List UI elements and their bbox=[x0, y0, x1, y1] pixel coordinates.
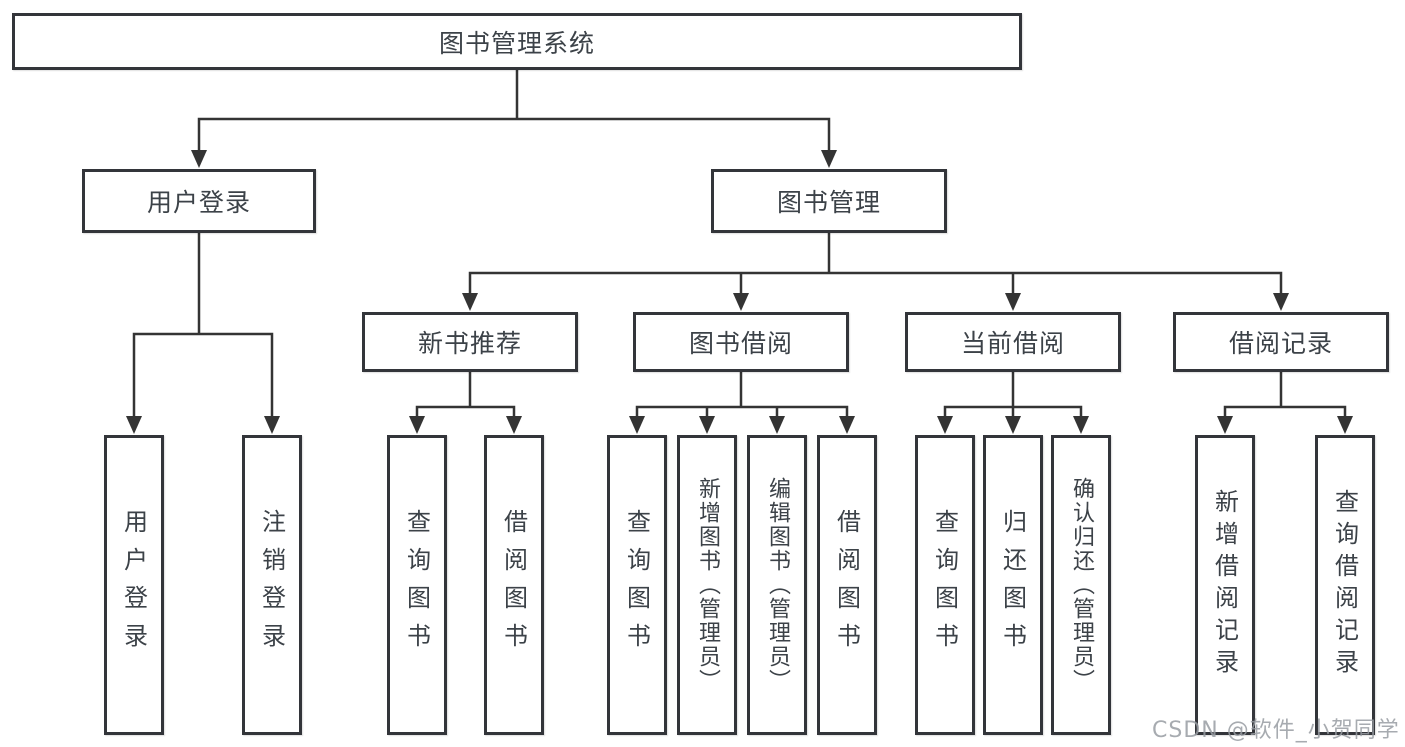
arrowhead bbox=[506, 416, 522, 434]
node-new-book-recommend: 新书推荐 bbox=[362, 312, 578, 372]
leaf-user-login: 用户登录 bbox=[104, 435, 164, 735]
leaf-borrow-books: 借阅图书 bbox=[817, 435, 877, 735]
leaf-return-books: 归还图书 bbox=[983, 435, 1043, 735]
node-label: 注销登录 bbox=[257, 509, 286, 661]
node-label: 当前借阅 bbox=[960, 329, 1065, 358]
arrowhead bbox=[839, 416, 855, 434]
node-user-login-branch: 用户登录 bbox=[82, 169, 316, 233]
node-label: 新增图书（管理员） bbox=[695, 477, 720, 693]
node-label: 借阅图书 bbox=[832, 509, 861, 661]
leaf-confirm-return-admin: 确认归还（管理员） bbox=[1051, 435, 1111, 735]
leaf-query-borrow-record: 查询借阅记录 bbox=[1315, 435, 1375, 735]
node-label: 查询借阅记录 bbox=[1330, 489, 1359, 681]
arrowhead bbox=[821, 150, 837, 168]
node-label: 用户登录 bbox=[146, 188, 251, 217]
arrowheads bbox=[126, 150, 1353, 434]
node-book-borrow: 图书借阅 bbox=[633, 312, 849, 372]
node-label: 查询图书 bbox=[622, 509, 651, 661]
arrowhead bbox=[733, 293, 749, 311]
connector-lines bbox=[132, 67, 1347, 422]
node-label: 借阅记录 bbox=[1228, 329, 1333, 358]
node-label: 新增借阅记录 bbox=[1210, 489, 1239, 681]
leaf-add-books-admin: 新增图书（管理员） bbox=[677, 435, 737, 735]
node-label: 图书借阅 bbox=[688, 329, 793, 358]
leaf-add-borrow-record: 新增借阅记录 bbox=[1195, 435, 1255, 735]
arrowhead bbox=[126, 416, 142, 434]
arrowhead bbox=[1005, 293, 1021, 311]
leaf-query-books: 查询图书 bbox=[387, 435, 447, 735]
leaf-query-books: 查询图书 bbox=[607, 435, 667, 735]
arrowhead bbox=[264, 416, 280, 434]
node-book-management-branch: 图书管理 bbox=[711, 169, 947, 233]
arrowhead bbox=[191, 150, 207, 168]
leaf-logout: 注销登录 bbox=[242, 435, 302, 735]
arrowhead bbox=[1005, 416, 1021, 434]
arrowhead bbox=[1337, 416, 1353, 434]
arrowhead bbox=[1217, 416, 1233, 434]
node-label: 查询图书 bbox=[930, 509, 959, 661]
leaf-query-books: 查询图书 bbox=[915, 435, 975, 735]
node-label: 新书推荐 bbox=[417, 329, 522, 358]
node-borrow-records: 借阅记录 bbox=[1173, 312, 1389, 372]
arrowhead bbox=[937, 416, 953, 434]
node-system-root: 图书管理系统 bbox=[12, 13, 1022, 70]
node-label: 归还图书 bbox=[998, 509, 1027, 661]
node-label: 查询图书 bbox=[402, 509, 431, 661]
node-label: 编辑图书（管理员） bbox=[765, 477, 790, 693]
arrowhead bbox=[699, 416, 715, 434]
arrowhead bbox=[409, 416, 425, 434]
arrowhead bbox=[1273, 293, 1289, 311]
arrowhead bbox=[1073, 416, 1089, 434]
node-label: 用户登录 bbox=[119, 509, 148, 661]
arrowhead bbox=[769, 416, 785, 434]
leaf-edit-books-admin: 编辑图书（管理员） bbox=[747, 435, 807, 735]
node-label: 图书管理系统 bbox=[438, 28, 595, 58]
node-label: 借阅图书 bbox=[499, 509, 528, 661]
node-current-borrow: 当前借阅 bbox=[905, 312, 1121, 372]
leaf-borrow-books: 借阅图书 bbox=[484, 435, 544, 735]
arrowhead bbox=[462, 293, 478, 311]
node-label: 确认归还（管理员） bbox=[1069, 477, 1094, 693]
node-label: 图书管理 bbox=[776, 188, 881, 217]
arrowhead bbox=[629, 416, 645, 434]
